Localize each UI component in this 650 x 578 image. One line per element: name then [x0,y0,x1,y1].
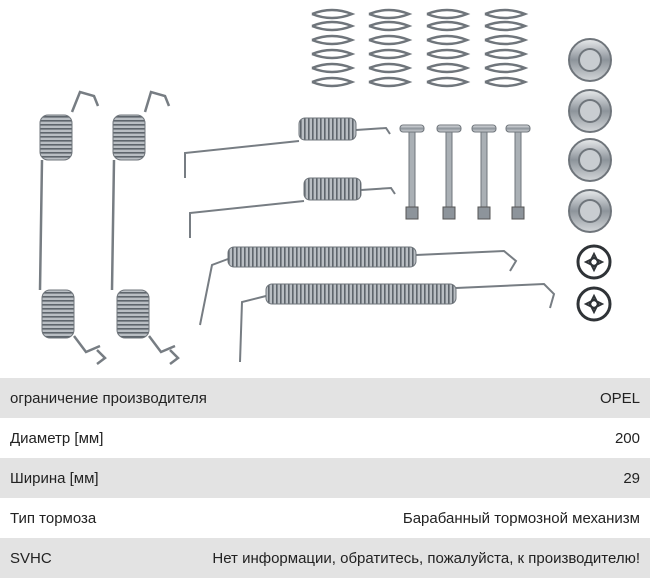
star-lock-washers [576,244,612,322]
spec-value: 29 [623,469,640,487]
hold-down-pins [399,124,531,220]
spec-value: Нет информации, обратитесь, пожалуйста, … [212,549,640,567]
spec-row-diameter: Диаметр [мм] 200 [0,418,650,458]
spec-value: OPEL [599,389,640,407]
spec-label: SVHC [10,549,52,567]
spec-row-svhc: SVHC Нет информации, обратитесь, пожалуй… [0,538,650,578]
spec-label: Диаметр [мм] [10,429,104,447]
spec-label: Ширина [мм] [10,469,99,487]
spec-label: ограничение производителя [10,389,207,407]
spec-value: Барабанный тормозной механизм [402,509,640,527]
short-return-springs [184,117,396,238]
spec-label: Тип тормоза [10,509,97,527]
brake-spring-kit-icon [38,8,612,365]
product-image [38,8,612,365]
spec-row-brake-type: Тип тормоза Барабанный тормозной механиз… [0,498,650,538]
long-return-springs [199,246,556,363]
cup-washers [568,38,612,233]
vertical-springs [38,90,180,365]
spec-row-manufacturer-restriction: ограничение производителя OPEL [0,378,650,418]
spec-row-width: Ширина [мм] 29 [0,458,650,498]
compression-springs [311,8,529,88]
spec-value: 200 [614,429,640,447]
specs-table: ограничение производителя OPEL Диаметр [… [0,378,650,578]
